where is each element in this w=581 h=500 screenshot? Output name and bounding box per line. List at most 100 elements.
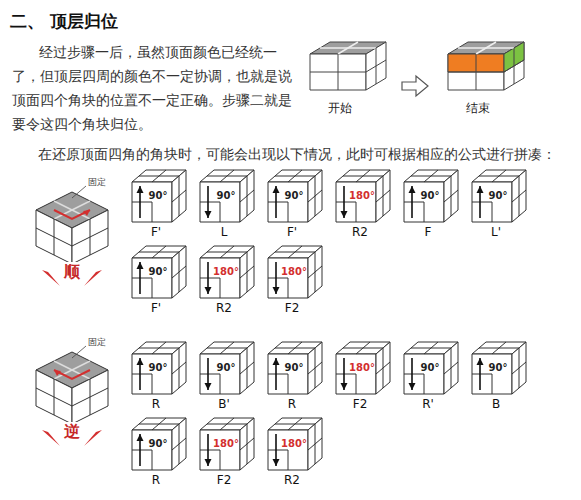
turn-angle: 90° <box>421 362 440 373</box>
direction-arrow <box>84 270 102 286</box>
cube-stroke <box>308 362 322 374</box>
cube-stroke <box>288 374 289 394</box>
cube-stroke <box>356 202 357 222</box>
cube-stroke <box>220 278 221 298</box>
cube-stroke <box>476 42 496 54</box>
cube-right <box>172 418 186 470</box>
cube-stroke <box>268 278 288 279</box>
cube-right <box>512 342 526 394</box>
arrow-head <box>205 211 212 218</box>
cube-stroke <box>152 450 153 470</box>
cube-right <box>240 342 254 394</box>
cube-stroke <box>479 176 519 177</box>
direction-arrow <box>42 430 60 446</box>
transition-arrow <box>402 76 428 96</box>
swap-arrow <box>54 370 90 379</box>
cube-front <box>268 182 308 222</box>
turn-angle: 180° <box>213 266 239 277</box>
arrow-head <box>137 262 144 269</box>
turn-angle: 180° <box>349 362 375 373</box>
move-notation: F' <box>287 225 297 239</box>
turn-angle: 90° <box>149 438 168 449</box>
arrow-head <box>205 459 212 466</box>
arrow-head <box>273 358 280 365</box>
turn-angle: 90° <box>421 190 440 201</box>
move-notation: L <box>221 225 228 239</box>
cube-front <box>200 430 240 470</box>
cube-stroke <box>240 362 254 374</box>
cube-stroke <box>139 176 179 177</box>
cube-stroke <box>275 348 315 349</box>
turn-angle: 180° <box>281 438 307 449</box>
cube-stroke <box>200 202 220 203</box>
cube-front <box>336 354 376 394</box>
move-notation: R2 <box>352 225 368 239</box>
leader-line <box>72 186 86 198</box>
cube-stroke <box>268 202 288 203</box>
move-notation: F2 <box>285 301 300 315</box>
cube-stroke <box>132 202 152 203</box>
cube-stroke <box>72 388 108 406</box>
cube-stroke <box>152 202 153 222</box>
cube-front <box>448 54 504 90</box>
turn-angle: 90° <box>149 266 168 277</box>
cube-front <box>310 54 366 90</box>
cube-stroke <box>268 374 288 375</box>
cube-stroke <box>343 348 383 349</box>
turn-angle: 90° <box>149 362 168 373</box>
arrow-head <box>205 383 212 390</box>
arrow-head <box>83 210 90 216</box>
intro-text: 在还原顶面四角的角块时，可能会出现以下情况，此时可根据相应的公式进行拼凑： <box>38 146 556 164</box>
cube-front <box>268 258 308 298</box>
cube-stroke <box>139 348 179 349</box>
cube-stroke <box>220 450 221 470</box>
cube-right <box>240 246 254 298</box>
turn-angle: 90° <box>285 190 304 201</box>
cube-right <box>172 170 186 222</box>
direction-label: 逆 <box>63 422 81 443</box>
arrow-head <box>205 287 212 294</box>
cube-front <box>336 182 376 222</box>
cube-stroke <box>139 424 179 425</box>
cube-right <box>308 418 322 470</box>
cube-right <box>72 210 108 264</box>
body-paragraph: 经过步骤一后，虽然顶面颜色已经统一了，但顶层四周的颜色不一定协调，也就是说顶面四… <box>12 40 294 136</box>
cube-stroke <box>54 361 90 379</box>
cube-front <box>200 354 240 394</box>
cube-stroke <box>240 190 254 202</box>
fixed-label: 固定 <box>88 176 106 189</box>
cube-right <box>376 170 390 222</box>
cube-stroke <box>404 202 424 203</box>
cube-stroke <box>411 176 451 177</box>
cube-stroke <box>356 374 357 394</box>
turn-angle: 180° <box>213 438 239 449</box>
turn-angle: 180° <box>281 266 307 277</box>
cube-front <box>132 182 172 222</box>
cube-front <box>404 182 444 222</box>
cube-stroke <box>240 438 254 450</box>
move-notation: F2 <box>353 397 368 411</box>
cube-stroke <box>376 362 390 374</box>
direction-label: 顺 <box>63 262 81 283</box>
cube-stroke <box>220 202 221 222</box>
cube-stroke <box>288 450 289 470</box>
move-notation: F' <box>151 301 161 315</box>
cube-stroke <box>132 278 152 279</box>
cube-stroke <box>172 438 186 450</box>
cube-stroke <box>207 176 247 177</box>
cube-stroke <box>366 60 386 72</box>
arrow-head <box>409 383 416 390</box>
direction-arrow <box>84 430 102 446</box>
cube-stroke <box>504 60 524 72</box>
swap-arrow <box>54 210 90 219</box>
cube-stroke <box>207 348 247 349</box>
cube-stroke <box>336 374 356 375</box>
turn-angle: 180° <box>349 190 375 201</box>
move-notation: L' <box>491 225 501 239</box>
cube-right <box>72 370 108 424</box>
cube-stroke <box>448 72 504 73</box>
cube-front <box>200 258 240 298</box>
cube-right <box>240 418 254 470</box>
arrow-head <box>137 434 144 441</box>
move-notation: R <box>152 473 160 487</box>
